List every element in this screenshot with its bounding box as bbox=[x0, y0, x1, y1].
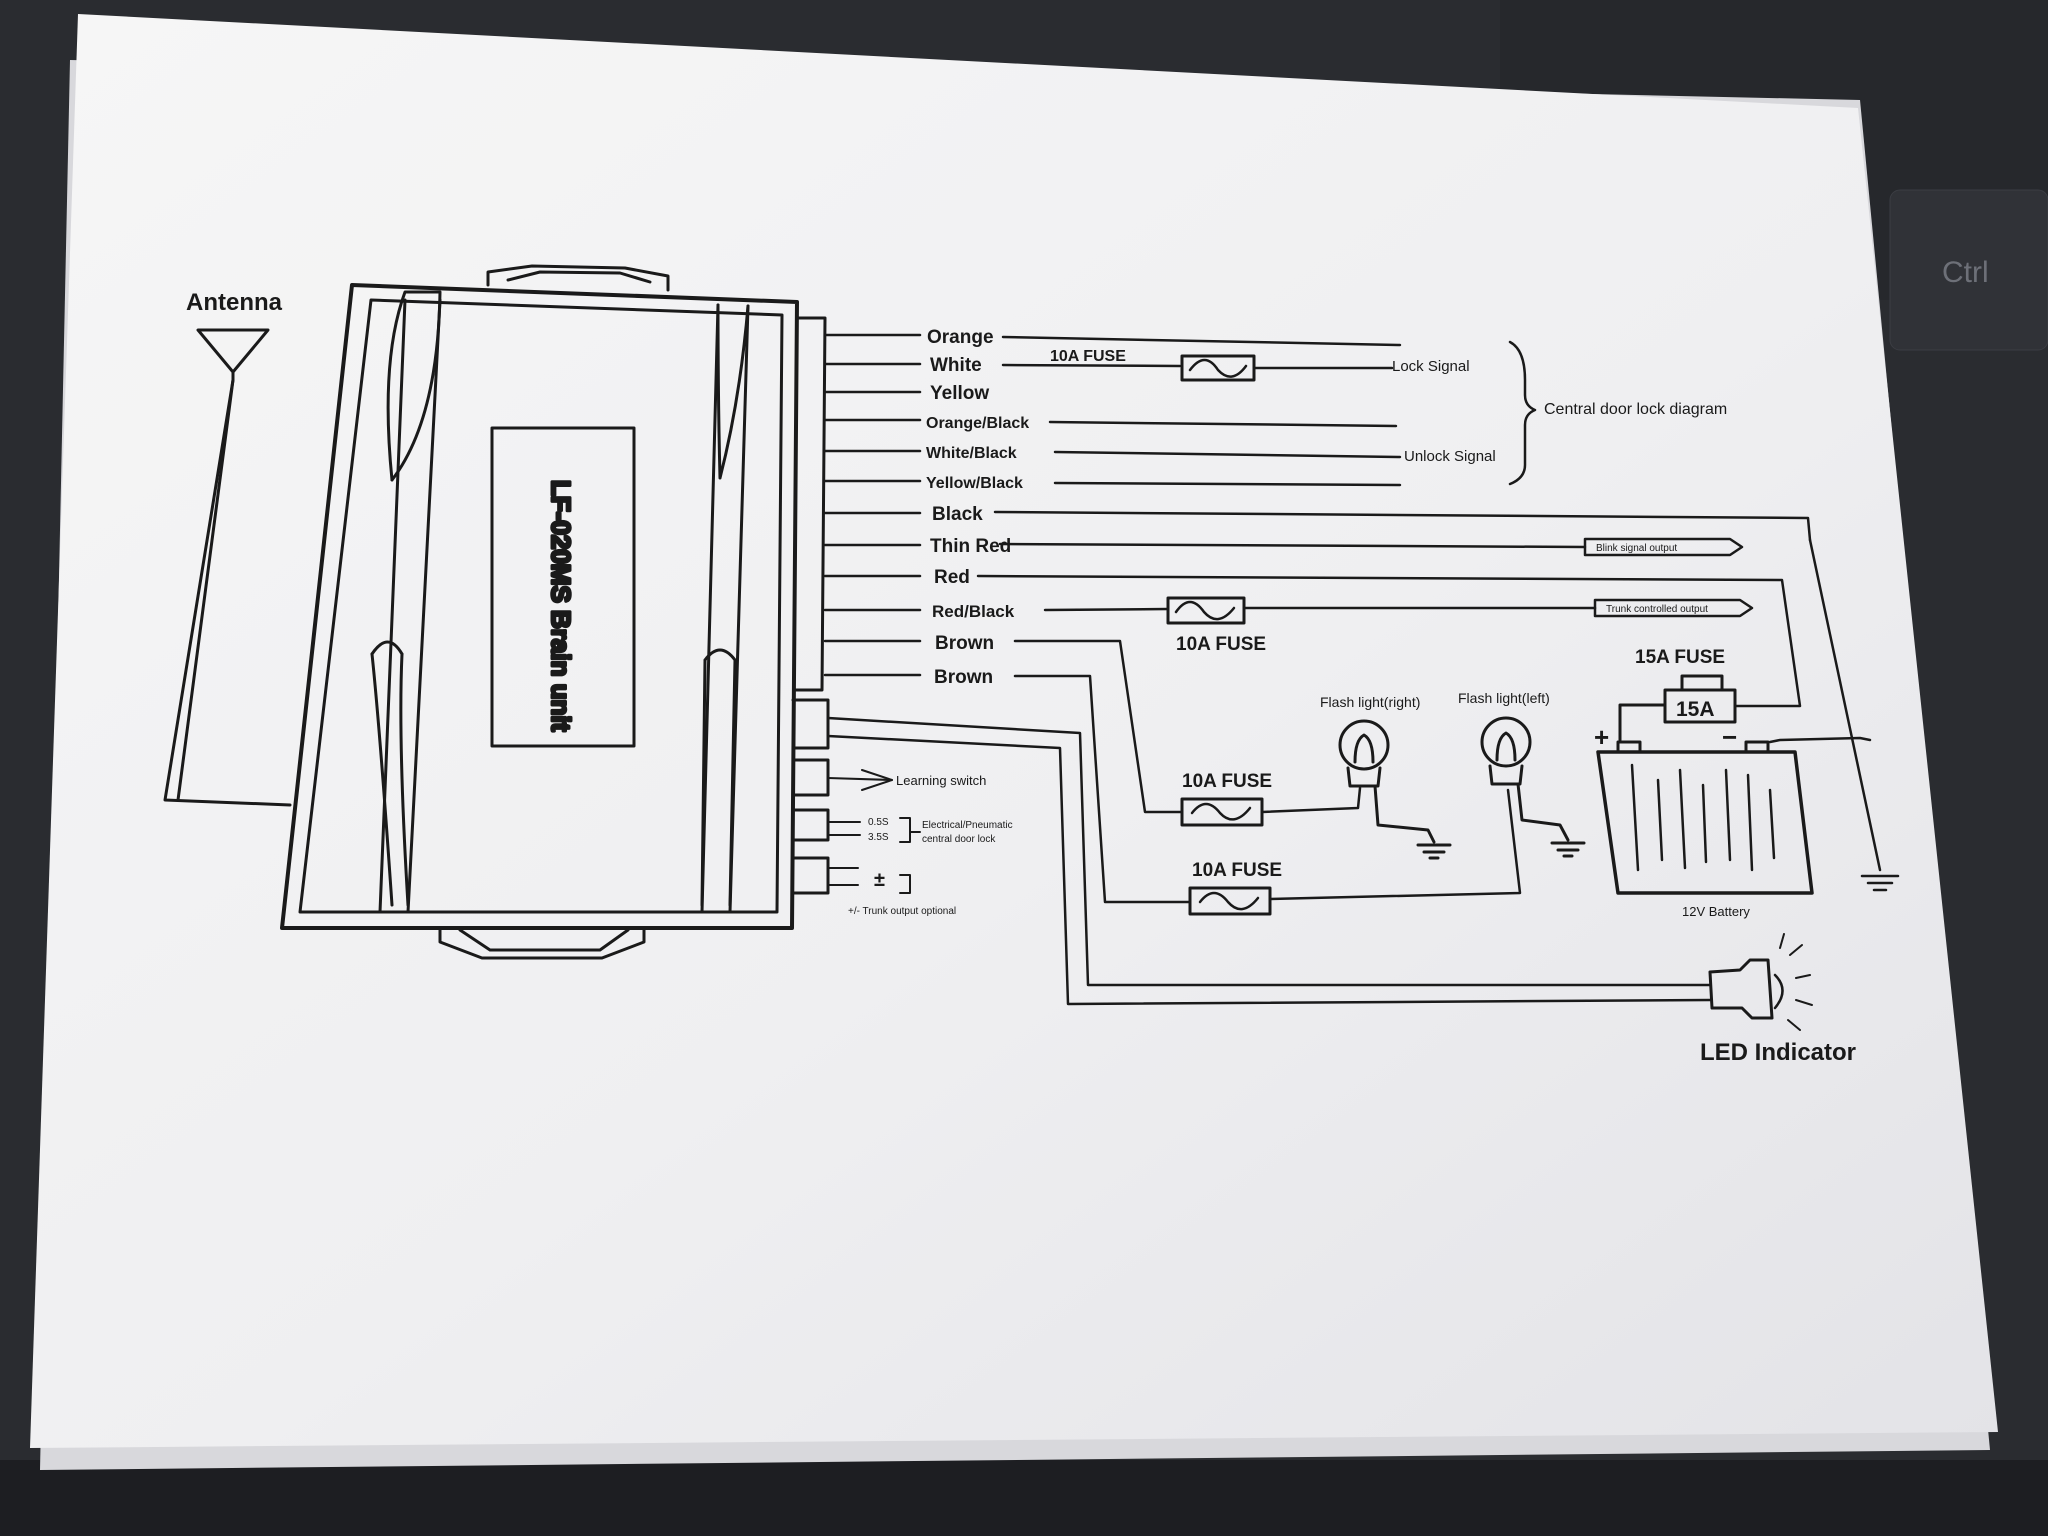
battery-plus: + bbox=[1594, 722, 1609, 752]
antenna bbox=[163, 328, 292, 807]
flash-right-label: Flash light(right) bbox=[1320, 694, 1420, 710]
battery-assembly bbox=[1596, 674, 1872, 895]
flash-light-left bbox=[1480, 716, 1586, 858]
wire-label-orange: Orange bbox=[927, 327, 994, 348]
brown-wire-right bbox=[1013, 639, 1362, 827]
wire-labels: Orange White Yellow Orange/Black White/B… bbox=[926, 327, 1029, 688]
blink-output-arrow bbox=[1583, 537, 1744, 557]
battery-icon bbox=[1596, 750, 1814, 895]
wire-label-white-black: White/Black bbox=[926, 445, 1017, 462]
fuse-flash-left-label: 10A FUSE bbox=[1192, 860, 1282, 881]
central-door-lock-label: Central door lock diagram bbox=[1544, 401, 1727, 418]
wire-label-red-black: Red/Black bbox=[932, 602, 1015, 621]
pulse-35-label: 3.5S bbox=[868, 832, 889, 843]
antenna-icon bbox=[196, 328, 270, 374]
thin-red-wire bbox=[998, 537, 1744, 557]
led-indicator-icon bbox=[1708, 958, 1774, 1020]
wire-label-brown-2: Brown bbox=[934, 667, 993, 688]
wire-label-white: White bbox=[930, 355, 982, 376]
pulse-05-label: 0.5S bbox=[868, 817, 889, 828]
blink-output-label: Blink signal output bbox=[1596, 543, 1677, 554]
trunk-polarity-symbol: ± bbox=[874, 869, 885, 891]
fuse-flash-right-label: 10A FUSE bbox=[1182, 771, 1272, 792]
door-lock-type-label-2: central door lock bbox=[922, 834, 996, 845]
lock-signal-label: Lock Signal bbox=[1392, 358, 1470, 375]
main-connector bbox=[793, 316, 827, 692]
door-lock-pulse-selector bbox=[827, 817, 921, 843]
brain-unit bbox=[280, 264, 799, 960]
unlock-signal-label: Unlock Signal bbox=[1404, 448, 1496, 465]
ctrl-key-label: Ctrl bbox=[1942, 256, 1989, 289]
battery-label: 12V Battery bbox=[1682, 904, 1750, 919]
brown-wire-left bbox=[1013, 674, 1522, 916]
battery-minus: − bbox=[1722, 722, 1737, 752]
paper-sheet bbox=[30, 14, 1998, 1448]
wire-label-yellow: Yellow bbox=[930, 383, 989, 404]
flash-light-right bbox=[1338, 719, 1452, 860]
fuse-15a-label: 15A FUSE bbox=[1635, 647, 1725, 668]
led-indicator-label: LED Indicator bbox=[1700, 1039, 1856, 1066]
fuse-redblack-label: 10A FUSE bbox=[1176, 634, 1266, 655]
fuse-15a-box-label: 15A bbox=[1676, 698, 1715, 721]
red-black-wire bbox=[1043, 596, 1754, 625]
wire-label-black: Black bbox=[932, 504, 983, 525]
trunk-output-terminal bbox=[827, 867, 911, 894]
brain-unit-label: LF-020MS Brain unit bbox=[546, 480, 576, 732]
wire-label-yellow-black: Yellow/Black bbox=[926, 475, 1023, 492]
trunk-output-arrow bbox=[1593, 598, 1754, 618]
fuse-white-label: 10A FUSE bbox=[1050, 348, 1126, 365]
trunk-output-label: Trunk controlled output bbox=[1606, 604, 1708, 615]
wire-label-orange-black: Orange/Black bbox=[926, 415, 1029, 432]
learning-switch-label: Learning switch bbox=[896, 773, 986, 788]
antenna-label: Antenna bbox=[186, 289, 283, 316]
led-indicator-wiring bbox=[826, 716, 1813, 1031]
door-lock-type-label: Electrical/Pneumatic bbox=[922, 820, 1013, 831]
trunk-optional-label: +/- Trunk output optional bbox=[848, 906, 956, 917]
black-wire-ground bbox=[993, 510, 1900, 892]
wire-label-thin-red: Thin Red bbox=[930, 536, 1011, 557]
wire-label-red: Red bbox=[934, 567, 970, 588]
learning-switch bbox=[827, 769, 893, 791]
flash-left-label: Flash light(left) bbox=[1458, 690, 1550, 706]
red-wire bbox=[976, 574, 1802, 708]
wire-stubs bbox=[823, 333, 922, 677]
central-door-lock-wiring bbox=[1001, 335, 1537, 487]
wire-label-brown-1: Brown bbox=[935, 633, 994, 654]
